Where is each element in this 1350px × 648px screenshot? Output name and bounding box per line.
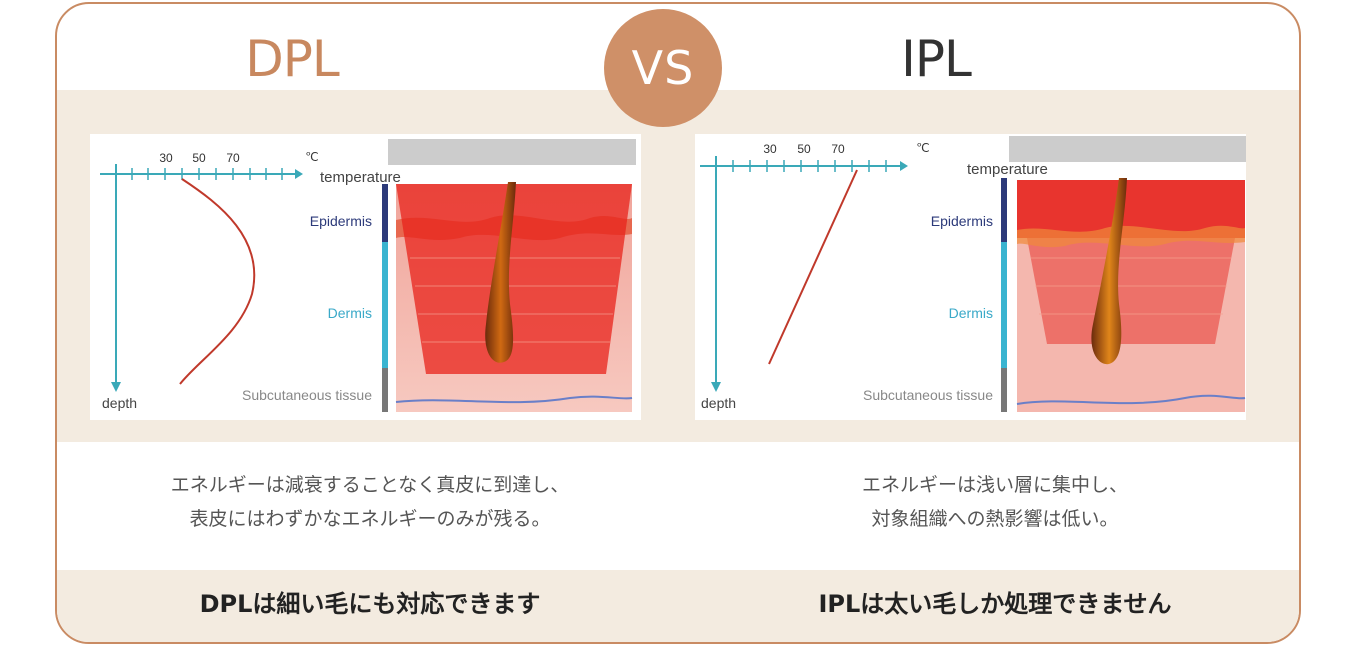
hair-follicle [485, 182, 516, 363]
epidermis-label: Epidermis [310, 213, 372, 229]
depth-label: depth [701, 395, 736, 411]
dermis-bar [1001, 242, 1007, 368]
epidermis-label: Epidermis [931, 213, 993, 229]
energy-beam [1027, 238, 1235, 344]
axis-ticks [732, 160, 887, 172]
light-source-bar [388, 139, 636, 165]
dpl-title: DPL [245, 30, 340, 88]
blood-vessel [395, 395, 633, 404]
epidermis-bar [1001, 178, 1007, 242]
epidermis-layer [1017, 225, 1245, 248]
dpl-diagram: 30 50 70 ℃ depth temperature Epidermis D… [90, 134, 641, 420]
tick-label-50: 50 [192, 151, 206, 165]
unit-label: ℃ [305, 150, 318, 164]
temperature-curve [768, 169, 858, 365]
subcutaneous-bar [382, 368, 388, 412]
tick-label-30: 30 [763, 142, 777, 156]
temperature-label: temperature [320, 169, 401, 186]
subcutaneous-label: Subcutaneous tissue [863, 387, 993, 403]
energy-beam [396, 184, 632, 374]
depth-axis-arrow [111, 382, 121, 392]
dpl-diagram-svg: 30 50 70 ℃ depth temperature Epidermis D… [100, 139, 636, 412]
ipl-diagram-svg: 30 50 70 ℃ depth temperature Epidermis D… [700, 136, 1246, 412]
tick-label-70: 70 [831, 142, 845, 156]
dpl-description-line2: 表皮にはわずかなエネルギーのみが残る。 [189, 508, 551, 530]
temperature-axis-arrow [295, 169, 303, 179]
unit-label: ℃ [916, 141, 929, 155]
ipl-diagram: 30 50 70 ℃ depth temperature Epidermis D… [695, 134, 1246, 420]
depth-axis-arrow [711, 382, 721, 392]
ipl-description-line1: エネルギーは浅い層に集中し、 [861, 474, 1128, 496]
vs-badge: VS [604, 9, 722, 127]
subcutaneous-label: Subcutaneous tissue [242, 387, 372, 403]
dermis-label: Dermis [949, 305, 993, 321]
beam-layers [410, 257, 620, 343]
ipl-description: エネルギーは浅い層に集中し、 対象組織への熱影響は低い。 [715, 468, 1275, 536]
axis-ticks [131, 168, 283, 180]
dermis-label: Dermis [328, 305, 372, 321]
dpl-description: エネルギーは減衰することなく真皮に到達し、 表皮にはわずかなエネルギーのみが残る… [90, 468, 650, 536]
temperature-axis-arrow [900, 161, 908, 171]
light-source-bar [1009, 136, 1246, 162]
temperature-label: temperature [967, 161, 1048, 178]
beam-layers [1031, 257, 1231, 315]
energy-beam-shallow [1017, 180, 1245, 238]
ipl-title: IPL [901, 30, 972, 88]
epidermis-bar [382, 184, 388, 242]
subcutaneous-bar [1001, 368, 1007, 412]
tick-label-70: 70 [226, 151, 240, 165]
depth-label: depth [102, 395, 137, 411]
tick-label-50: 50 [797, 142, 811, 156]
verdict-band [57, 570, 1299, 642]
hair-follicle [1091, 178, 1127, 365]
dpl-verdict: DPLは細い毛にも対応できます [199, 590, 541, 618]
temperature-curve [179, 178, 256, 385]
dpl-description-line1: エネルギーは減衰することなく真皮に到達し、 [170, 474, 570, 496]
ipl-verdict: IPLは太い毛しか処理できません [818, 590, 1172, 618]
ipl-description-line2: 対象組織への熱影響は低い。 [871, 508, 1119, 530]
tick-label-30: 30 [159, 151, 173, 165]
blood-vessel [1016, 394, 1246, 405]
dermis-bar [382, 242, 388, 368]
